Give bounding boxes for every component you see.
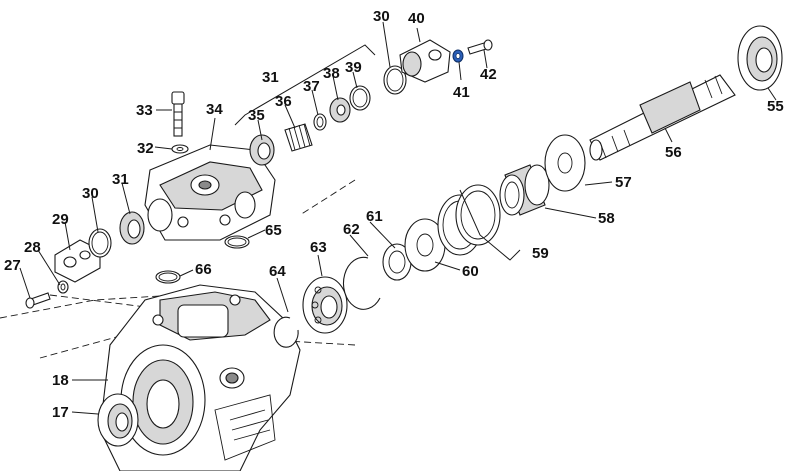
side-cap	[54, 239, 101, 283]
o-ring-top	[383, 65, 407, 95]
seal-set	[437, 184, 501, 256]
callout-63: 63	[310, 239, 327, 256]
blue-washer	[452, 49, 464, 63]
o-ring-upper	[349, 85, 371, 111]
callout-29: 29	[52, 211, 69, 228]
callout-18: 18	[52, 372, 69, 389]
callout-64: 64	[269, 263, 286, 280]
circlip-64	[273, 316, 299, 348]
callout-34: 34	[206, 101, 223, 118]
callout-33: 33	[136, 102, 153, 119]
callout-62: 62	[343, 221, 360, 238]
callout-55: 55	[767, 98, 784, 115]
bearing-small	[329, 97, 351, 123]
callout-42: 42	[480, 66, 497, 83]
shaft-washer	[544, 134, 586, 192]
o-ring-65	[224, 235, 250, 249]
callout-38: 38	[323, 65, 340, 82]
callout-58: 58	[598, 210, 615, 227]
callout-35: 35	[248, 107, 265, 124]
needle-bearing	[499, 164, 550, 216]
small-washer	[57, 280, 69, 294]
callout-30-top: 30	[373, 8, 390, 25]
callout-37: 37	[303, 78, 320, 95]
ball-bearing	[302, 276, 348, 334]
seal-ring	[97, 393, 139, 447]
callout-36: 36	[275, 93, 292, 110]
cover-bolt	[171, 91, 185, 137]
callout-32: 32	[137, 140, 154, 157]
group-brackets	[234, 44, 521, 261]
callout-65: 65	[265, 222, 282, 239]
callout-39: 39	[345, 59, 362, 76]
gearbox-cover	[144, 144, 276, 241]
callout-41: 41	[453, 84, 470, 101]
callout-66: 66	[195, 261, 212, 278]
callout-27: 27	[4, 257, 21, 274]
callout-61: 61	[366, 208, 383, 225]
bevel-gear	[249, 134, 275, 166]
callout-40: 40	[408, 10, 425, 27]
circlip-62	[342, 256, 381, 310]
o-ring-left	[88, 228, 112, 258]
callout-31-left: 31	[112, 171, 129, 188]
callout-28: 28	[24, 239, 41, 256]
leader-lines	[19, 21, 777, 415]
callout-31-group: 31	[262, 69, 279, 86]
bearing-left	[119, 211, 145, 245]
retaining-ring-small	[313, 113, 327, 131]
drive-shaft	[589, 74, 736, 161]
top-cap	[399, 39, 451, 83]
o-ring-66	[155, 270, 181, 284]
callout-60: 60	[462, 263, 479, 280]
bolt-washer	[171, 144, 189, 154]
callout-56: 56	[665, 144, 682, 161]
callout-57: 57	[615, 174, 632, 191]
shaft-bearing	[737, 25, 783, 91]
callout-59: 59	[532, 245, 549, 262]
callout-30-left: 30	[82, 185, 99, 202]
callout-17: 17	[52, 404, 69, 421]
callout-labels: 27 28 29 30 31 32 33 34 35 36 37 38 39 3…	[4, 8, 784, 421]
top-bolt	[467, 39, 493, 55]
gearbox-housing	[99, 284, 301, 471]
spring	[284, 123, 313, 152]
